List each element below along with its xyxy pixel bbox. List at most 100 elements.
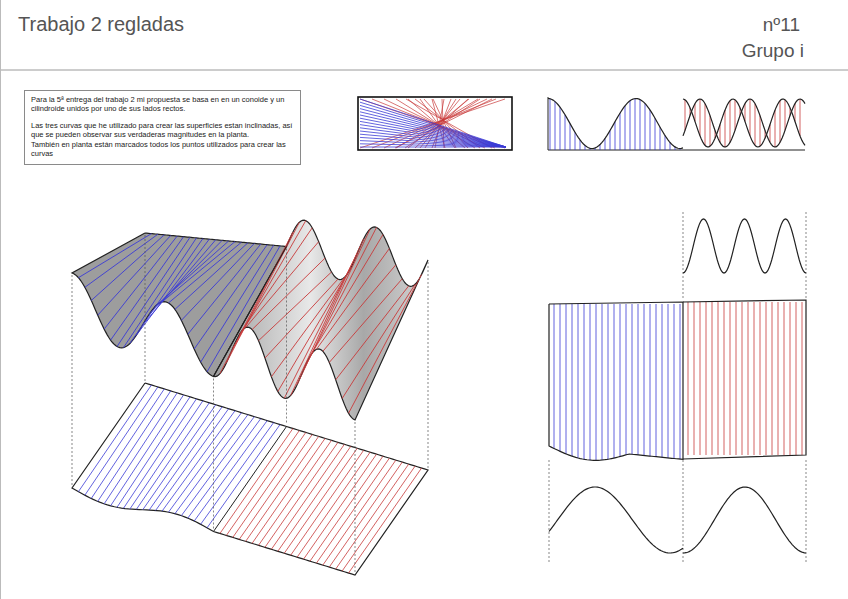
elevation-ruling bbox=[570, 124, 571, 151]
plan-ruling bbox=[802, 302, 803, 455]
elevation-curve bbox=[683, 99, 805, 147]
thumbnail-ruling bbox=[360, 109, 506, 147]
plan-ruling bbox=[149, 407, 222, 510]
thumbnail-ruling bbox=[360, 105, 506, 147]
plan-ruling bbox=[578, 304, 579, 458]
plan-ruling bbox=[736, 302, 737, 455]
elevation-curve bbox=[683, 99, 805, 147]
thumbnail-ruling bbox=[360, 137, 506, 147]
plan-ruling bbox=[784, 302, 785, 455]
orthographic-views bbox=[549, 212, 806, 562]
surface-divider bbox=[214, 247, 287, 377]
plan-ruling bbox=[123, 399, 196, 509]
surface-ruling bbox=[85, 234, 158, 287]
plan-ruling bbox=[104, 393, 177, 504]
plan-ruling bbox=[342, 466, 415, 571]
elevation-ruling bbox=[580, 140, 581, 150]
thumbnail-ruling bbox=[360, 147, 506, 148]
plan-ruling bbox=[271, 444, 344, 549]
elevation-ruling bbox=[725, 110, 726, 147]
plan-ruling bbox=[656, 304, 657, 457]
surface-ruling bbox=[175, 243, 248, 310]
plan-ruling bbox=[572, 304, 573, 456]
surface-ruling bbox=[162, 242, 235, 302]
elevation-base bbox=[548, 149, 805, 150]
plan-ruling bbox=[136, 403, 209, 510]
sheet-label: Grupo i bbox=[742, 41, 804, 60]
top-elevation bbox=[548, 97, 805, 150]
note-box: Para la 5ª entrega del trabajo 2 mi prop… bbox=[24, 90, 301, 165]
projection-line bbox=[213, 379, 214, 530]
plan-ruling bbox=[252, 438, 325, 543]
elevation-ruling bbox=[610, 131, 611, 150]
projection-line bbox=[683, 212, 684, 298]
header-rule bbox=[0, 70, 848, 71]
plan-ruling bbox=[674, 304, 675, 459]
surface-ruling bbox=[149, 240, 222, 314]
plan-ruling bbox=[168, 413, 241, 513]
surface-ruling bbox=[329, 279, 402, 363]
elevation-ruling bbox=[760, 116, 761, 147]
sheet-label: nº11 bbox=[763, 15, 800, 34]
thumbnail-ruling bbox=[360, 115, 506, 147]
elevation-ruling bbox=[625, 106, 626, 150]
conoid-surface bbox=[72, 233, 287, 377]
plan-ruling bbox=[220, 428, 293, 533]
surface-ruling bbox=[342, 284, 415, 398]
elevation-ruling bbox=[615, 122, 616, 150]
elevation-ruling bbox=[735, 100, 736, 131]
thumbnail-ruling bbox=[360, 121, 506, 147]
thumbnail-ruling bbox=[360, 118, 506, 147]
surface-ruling bbox=[233, 221, 306, 349]
elevation-ruling bbox=[655, 118, 656, 150]
plan-ruling bbox=[85, 387, 158, 495]
elevation-edge bbox=[548, 97, 549, 150]
plan-ruling bbox=[626, 304, 627, 455]
thumbnail-ruling bbox=[360, 128, 506, 147]
surface-ruling bbox=[91, 235, 164, 301]
surface-ruling bbox=[226, 222, 299, 363]
surface-ruling bbox=[111, 237, 184, 340]
surface-ruling bbox=[291, 239, 364, 396]
plan-ruling bbox=[694, 302, 695, 455]
surface-ruling bbox=[310, 235, 383, 357]
sheet-border bbox=[0, 0, 1, 599]
projection-line bbox=[72, 275, 73, 486]
thumbnail-frame bbox=[358, 97, 512, 150]
thumbnail-ruling bbox=[360, 99, 505, 148]
surface-ruling bbox=[117, 237, 190, 346]
plan-ruling bbox=[554, 304, 555, 448]
elevation-ruling bbox=[620, 113, 621, 150]
axonometric-view bbox=[72, 220, 428, 575]
plan-ruling bbox=[650, 304, 651, 456]
plan-ruling bbox=[754, 302, 755, 455]
elevation-ruling bbox=[710, 116, 711, 147]
elevation-ruling bbox=[640, 100, 641, 150]
projection-line bbox=[683, 460, 684, 562]
elevation-ruling bbox=[575, 132, 576, 150]
plan-ruling bbox=[246, 436, 319, 541]
thumbnail-ruling bbox=[360, 125, 506, 147]
plan-ruling bbox=[766, 302, 767, 455]
elevation-ruling bbox=[785, 100, 786, 131]
plan-ruling bbox=[91, 389, 164, 499]
plan-ruling bbox=[111, 395, 184, 506]
plan-ruling bbox=[284, 448, 357, 553]
elevation-ruling bbox=[775, 110, 776, 147]
projection-line bbox=[286, 249, 287, 425]
plan-ruling bbox=[662, 304, 663, 457]
projection-line bbox=[355, 422, 356, 573]
side-elevation-curve bbox=[683, 219, 806, 273]
elevation-ruling bbox=[660, 127, 661, 150]
plan-ruling bbox=[700, 302, 701, 455]
note-text: También en planta están marcados todos l… bbox=[31, 140, 294, 159]
plan-ruling bbox=[336, 464, 409, 569]
thumbnail-ruling bbox=[360, 134, 506, 147]
thumbnail-ruling bbox=[360, 141, 506, 147]
surface-ruling bbox=[188, 244, 261, 334]
plan-ruling bbox=[584, 304, 585, 459]
thumbnail-ruling bbox=[360, 131, 506, 147]
plan-ruling bbox=[349, 468, 422, 573]
thumbnail-ruling bbox=[360, 144, 506, 147]
plan-ruling bbox=[329, 462, 402, 567]
